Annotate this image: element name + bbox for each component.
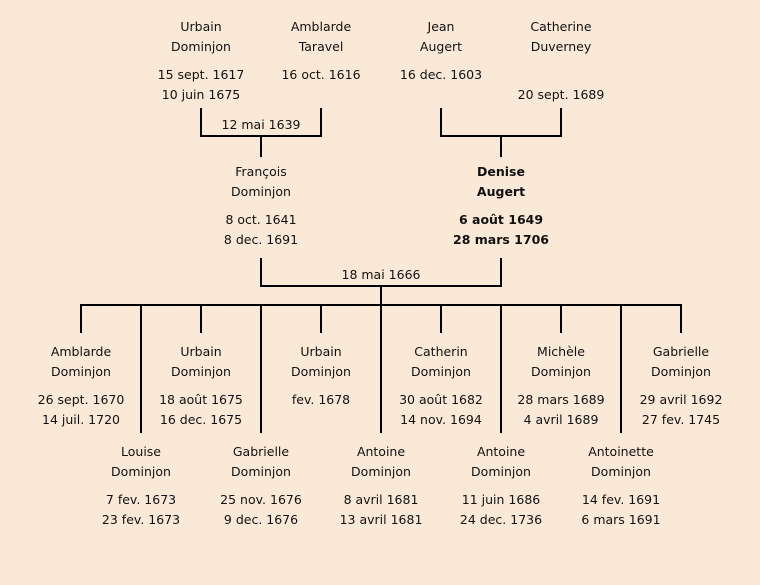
last-name: Dominjon [351,464,411,479]
first-name: Antoine [356,444,406,459]
birth-date: 29 avril 1692 [639,392,723,407]
death-date: 9 dec. 1676 [223,512,299,527]
connector-line [380,305,382,433]
last-name: Dominjon [171,364,231,379]
last-name: Dominjon [651,364,711,379]
birth-date: 7 fev. 1673 [105,492,177,507]
first-name: Urbain [300,344,342,359]
connector-line [260,305,262,433]
death-date: 23 fev. 1673 [101,512,181,527]
marriage-date-paternal: 12 mai 1639 [221,117,301,132]
birth-date: 8 oct. 1641 [225,212,297,227]
first-name: Michèle [537,344,585,359]
connector-line [440,108,442,137]
first-name: Denise [477,164,525,179]
death-date: 27 fev. 1745 [641,412,721,427]
death-date: 8 dec. 1691 [223,232,299,247]
last-name: Dominjon [111,464,171,479]
last-name: Dominjon [231,184,291,199]
birth-date: 30 août 1682 [399,392,483,407]
birth-date: 6 août 1649 [458,212,544,227]
connector-line [260,258,262,287]
first-name: Louise [121,444,161,459]
marriage-date-parents: 18 mai 1666 [341,267,421,282]
connector-line [80,305,82,333]
birth-date: 25 nov. 1676 [220,492,302,507]
connector-line [440,305,442,333]
death-date: 6 mars 1691 [581,512,661,527]
first-name: Antoine [476,444,526,459]
last-name: Dominjon [291,364,351,379]
last-name: Dominjon [411,364,471,379]
first-name: Catherine [530,19,592,34]
connector-line [620,305,622,433]
birth-date: 11 juin 1686 [461,492,541,507]
last-name: Dominjon [531,364,591,379]
birth-date: 18 août 1675 [159,392,243,407]
birth-date: 16 dec. 1603 [399,67,483,82]
birth-date: 15 sept. 1617 [157,67,245,82]
last-name: Taravel [298,39,344,54]
first-name: François [235,164,287,179]
connector-line [680,305,682,333]
birth-date: 26 sept. 1670 [37,392,125,407]
connector-line [320,305,322,333]
death-date: 14 juil. 1720 [42,412,120,427]
last-name: Augert [419,39,463,54]
connector-line [500,135,502,157]
connector-line [500,258,502,287]
death-date: 14 nov. 1694 [400,412,482,427]
connector-line [500,305,502,433]
connector-line [320,108,322,137]
death-date: 10 juin 1675 [161,87,241,102]
connector-line [560,305,562,333]
last-name: Dominjon [591,464,651,479]
last-name: Augert [476,184,526,199]
last-name: Dominjon [231,464,291,479]
first-name: Jean [427,19,455,34]
birth-date: fev. 1678 [291,392,351,407]
first-name: Amblarde [290,19,352,34]
connector-line [260,135,262,157]
last-name: Dominjon [51,364,111,379]
death-date: 28 mars 1706 [453,232,549,247]
death-date: 24 dec. 1736 [459,512,543,527]
first-name: Urbain [180,19,222,34]
connector-line [380,285,382,306]
birth-date: 14 fev. 1691 [581,492,661,507]
first-name: Urbain [180,344,222,359]
first-name: Amblarde [50,344,112,359]
last-name: Dominjon [471,464,531,479]
death-date: 13 avril 1681 [339,512,423,527]
first-name: Gabrielle [232,444,290,459]
connector-line [140,305,142,433]
birth-date: 16 oct. 1616 [281,67,361,82]
death-date: 4 avril 1689 [523,412,599,427]
first-name: Antoinette [588,444,654,459]
last-name: Duverney [530,39,592,54]
death-date: 20 sept. 1689 [517,87,605,102]
connector-line [200,108,202,137]
death-date: 16 dec. 1675 [159,412,243,427]
last-name: Dominjon [171,39,231,54]
birth-date: 8 avril 1681 [343,492,419,507]
first-name: Gabrielle [652,344,710,359]
connector-line [200,305,202,333]
first-name: Catherin [414,344,468,359]
connector-line [560,108,562,137]
birth-date: 28 mars 1689 [517,392,605,407]
